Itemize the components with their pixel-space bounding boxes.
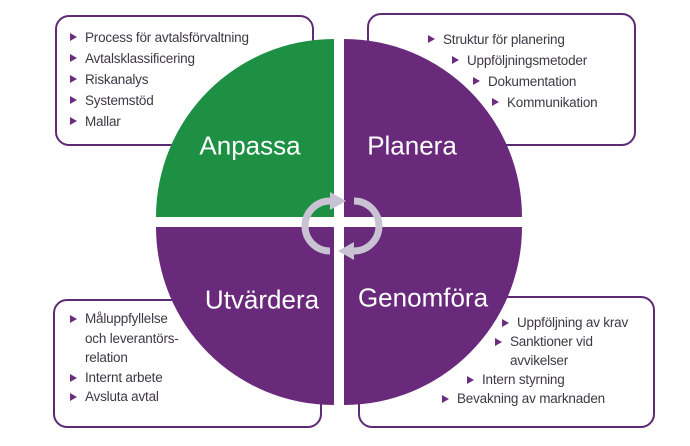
list-item-continuation: relation xyxy=(70,348,320,368)
bullet-triangle-icon xyxy=(70,33,77,41)
quadrant-label-genomfora: Genomföra xyxy=(357,282,489,313)
list-item-text: Struktur för planering xyxy=(443,32,565,47)
list-item-text: Sanktioner vid xyxy=(510,334,593,349)
bullet-triangle-icon xyxy=(467,376,474,384)
quadrant-label-anpassa: Anpassa xyxy=(199,130,301,161)
list-item: Måluppfyllelse xyxy=(70,309,320,329)
list-item-continuation: avvikelser xyxy=(495,351,653,370)
quadrant-label-utvardera: Utvärdera xyxy=(204,284,320,315)
list-item-text: Måluppfyllelse xyxy=(85,311,168,326)
bullet-triangle-icon xyxy=(70,54,77,62)
bullet-triangle-icon xyxy=(70,393,77,401)
list-item-text: Dokumentation xyxy=(488,74,577,89)
list-item: Riskanalys xyxy=(70,69,312,90)
list-item-text: Mallar xyxy=(85,114,121,129)
list-item-text: Uppföljning av krav xyxy=(517,315,629,330)
list-item: Dokumentation xyxy=(473,71,634,92)
list-item-text: relation xyxy=(85,350,128,365)
list-item-text: Intern styrning xyxy=(482,372,565,387)
list-item: Struktur för planering xyxy=(428,29,634,50)
bullet-triangle-icon xyxy=(70,117,77,125)
quadrant-planera: Planera xyxy=(344,39,522,217)
cycle-arrow-right xyxy=(338,197,383,260)
list-item-text: Avsluta avtal xyxy=(85,389,159,404)
bullet-triangle-icon xyxy=(473,77,480,85)
list-item-text: Bevakning av marknaden xyxy=(457,391,605,406)
bullet-triangle-icon xyxy=(442,395,449,403)
bullet-triangle-icon xyxy=(495,338,502,346)
quadrant-label-planera: Planera xyxy=(367,130,457,161)
list-item: Sanktioner vid xyxy=(495,332,653,351)
list-item: Systemstöd xyxy=(70,90,312,111)
list-item: Avsluta avtal xyxy=(70,387,320,407)
list-item-text: Kommunikation xyxy=(507,95,598,110)
bullet-triangle-icon xyxy=(502,319,509,327)
list-item-text: Riskanalys xyxy=(85,72,149,87)
list-item-text: Systemstöd xyxy=(85,93,154,108)
bullet-triangle-icon xyxy=(70,315,77,323)
bullet-triangle-icon xyxy=(492,98,499,106)
bullet-triangle-icon xyxy=(70,75,77,83)
cycle-arrow-left xyxy=(301,192,346,255)
list-item-text: avvikelser xyxy=(510,353,569,368)
list-item: Avtalsklassificering xyxy=(70,48,312,69)
list-item: Mallar xyxy=(70,111,312,132)
list-item-text: Uppföljningsmetoder xyxy=(467,53,588,68)
list-item-text: och leverantörs- xyxy=(85,330,179,346)
list-item: Uppföljningsmetoder xyxy=(452,50,634,71)
list-item: Process för avtalsförvaltning xyxy=(70,27,312,48)
list-item: Intern styrning xyxy=(467,370,653,389)
list-item: Bevakning av marknaden xyxy=(442,389,653,408)
bullet-triangle-icon xyxy=(70,96,77,104)
list-item: Uppföljning av krav xyxy=(502,313,653,332)
bullet-triangle-icon xyxy=(70,373,77,382)
list-item-text: Process för avtalsförvaltning xyxy=(85,30,249,45)
cycle-arrows-icon xyxy=(301,192,383,260)
list-item-text: Avtalsklassificering xyxy=(85,51,195,66)
bullet-triangle-icon xyxy=(428,35,435,43)
list-item-text: Internt arbete xyxy=(85,369,163,385)
bullet-triangle-icon xyxy=(452,56,459,64)
list-item: Kommunikation xyxy=(492,92,634,113)
list-item-continuation: och leverantörs- xyxy=(70,329,320,349)
list-item: Internt arbete xyxy=(70,368,320,388)
